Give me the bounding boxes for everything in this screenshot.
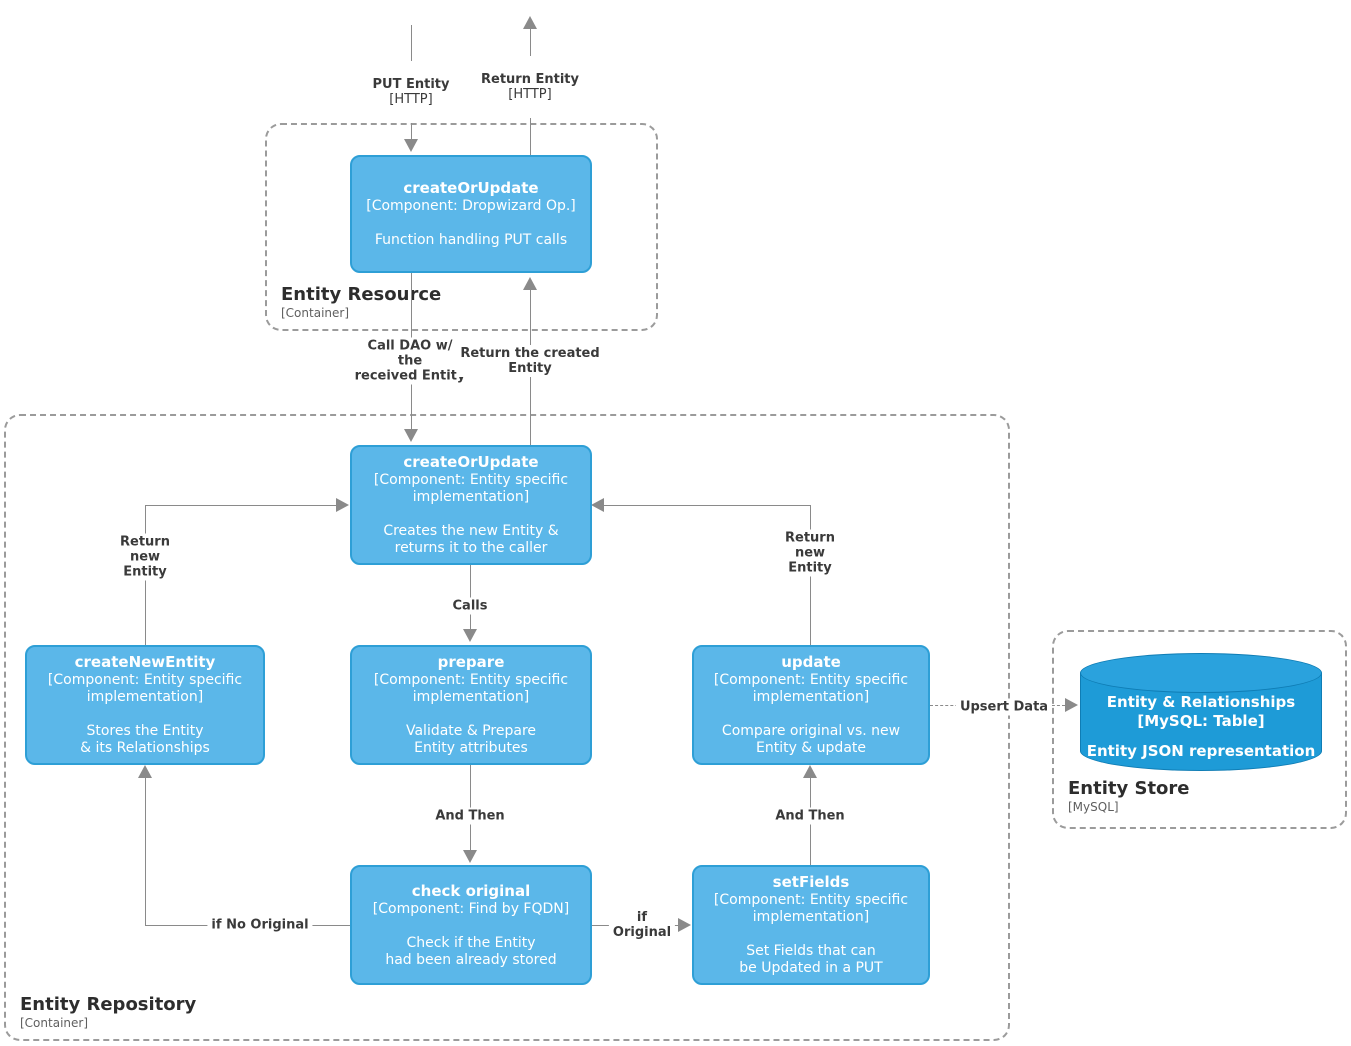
node-meta: [Component: Find by FQDN]	[372, 900, 570, 917]
edge-label-upsert-data: Upsert Data	[955, 698, 1053, 716]
database-entity-relationships: Entity & Relationships [MySQL: Table] En…	[1080, 653, 1322, 771]
arrowhead-down-icon	[404, 139, 418, 152]
node-meta: [Component: Entity specific implementati…	[373, 672, 569, 705]
edge-label-if-no-original: if No Original	[207, 916, 313, 934]
node-description: Function handling PUT calls	[374, 232, 568, 248]
node-createorupdate-resource: createOrUpdate [Component: Dropwizard Op…	[350, 155, 592, 273]
arrowhead-right-icon	[1065, 698, 1078, 712]
edge-label-call-dao: Call DAO w/ the received Entity	[350, 337, 470, 385]
edge-label-meta: [HTTP]	[508, 87, 552, 102]
edge-label-text: PUT Entity	[372, 77, 450, 92]
edge-label-calls: Calls	[448, 597, 492, 615]
container-meta: [Container]	[20, 1016, 89, 1030]
database-text: Entity & Relationships [MySQL: Table] En…	[1080, 693, 1322, 760]
edge-label-text: Return Entity	[481, 72, 579, 87]
node-meta: [Component: Entity specific implementati…	[373, 472, 569, 505]
node-description: Check if the Entity had been already sto…	[385, 934, 557, 968]
node-title: setFields	[772, 873, 850, 891]
container-name: Entity Resource	[281, 284, 442, 305]
edge-label-meta: [HTTP]	[389, 92, 433, 107]
container-name: Entity Store	[1068, 778, 1190, 799]
node-title: update	[781, 653, 841, 671]
arrowhead-right-icon	[336, 498, 349, 512]
node-title: createOrUpdate	[403, 179, 539, 197]
node-createnewentity: createNewEntity [Component: Entity speci…	[25, 645, 265, 765]
arrowhead-up-icon	[523, 16, 537, 29]
arrowhead-left-icon	[591, 498, 604, 512]
container-entity-store: Entity Store [MySQL]	[1052, 630, 1347, 829]
edge-label-and-then-right: And Then	[771, 807, 849, 825]
container-meta: [MySQL]	[1068, 800, 1119, 814]
node-check-original: check original [Component: Find by FQDN]…	[350, 865, 592, 985]
edge-return-new-right-hline	[604, 505, 810, 506]
node-description: Compare original vs. new Entity & update	[721, 723, 901, 756]
edge-label-if-original: if Original	[608, 909, 676, 941]
node-title: check original	[411, 881, 531, 900]
arrowhead-up-icon	[138, 765, 152, 778]
node-title: createNewEntity	[74, 653, 216, 671]
node-description: Set Fields that can be Updated in a PUT	[739, 943, 883, 976]
edge-label-and-then-left: And Then	[431, 807, 509, 825]
node-description: Entity JSON representation	[1086, 742, 1316, 760]
arrowhead-up-icon	[803, 765, 817, 778]
edge-if-no-original-vline	[145, 778, 146, 925]
node-meta: [Component: Entity specific implementati…	[713, 892, 909, 925]
container-name: Entity Repository	[20, 994, 197, 1015]
container-entity-resource: Entity Resource [Container]	[265, 123, 658, 331]
node-description: Creates the new Entity & returns it to t…	[383, 523, 559, 556]
node-prepare: prepare [Component: Entity specific impl…	[350, 645, 592, 765]
node-title: createOrUpdate	[403, 453, 539, 471]
node-meta: [Component: Dropwizard Op.]	[366, 198, 576, 214]
node-meta: [MySQL: Table]	[1137, 712, 1265, 730]
edge-label-put-entity: PUT Entity [HTTP]	[368, 61, 454, 123]
container-meta: [Container]	[281, 306, 350, 320]
edge-return-new-left-hline	[145, 505, 336, 506]
edge-label-return-new-right: Return new Entity	[781, 529, 839, 577]
arrowhead-right-icon	[678, 918, 691, 932]
node-createorupdate-repository: createOrUpdate [Component: Entity specif…	[350, 445, 592, 565]
database-cylinder-top	[1080, 653, 1322, 693]
node-meta: [Component: Entity specific implementati…	[713, 672, 909, 705]
arrowhead-down-icon	[463, 629, 477, 642]
container-label-entity-repository: Entity Repository [Container]	[20, 994, 196, 1031]
node-title: Entity & Relationships	[1106, 693, 1296, 711]
edge-calls-line	[470, 565, 471, 629]
container-label-entity-store: Entity Store [MySQL]	[1068, 778, 1190, 815]
arrowhead-up-icon	[523, 277, 537, 290]
node-update: update [Component: Entity specific imple…	[692, 645, 930, 765]
node-setfields: setFields [Component: Entity specific im…	[692, 865, 930, 985]
node-description: Stores the Entity & its Relationships	[80, 723, 210, 756]
container-label-entity-resource: Entity Resource [Container]	[281, 284, 441, 321]
database-cylinder-body	[1080, 673, 1322, 771]
node-meta: [Component: Entity specific implementati…	[47, 672, 243, 705]
edge-label-return-entity: Return Entity [HTTP]	[477, 56, 583, 118]
edge-label-return-created: Return the created Entity	[456, 345, 604, 377]
container-entity-repository: Entity Repository [Container]	[4, 414, 1010, 1041]
edge-label-return-new-left: Return new Entity	[116, 533, 174, 581]
arrowhead-down-icon	[404, 429, 418, 442]
node-description: Validate & Prepare Entity attributes	[405, 723, 537, 756]
arrowhead-down-icon	[463, 850, 477, 863]
node-title: prepare	[437, 653, 505, 671]
